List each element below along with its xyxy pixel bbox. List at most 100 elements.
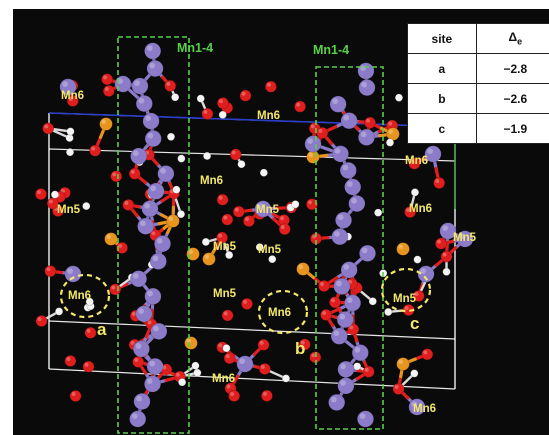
- row-value: −1.9: [475, 113, 549, 144]
- manganese-atom: [149, 252, 167, 270]
- oxygen-atom-highlight: [311, 353, 316, 358]
- hydrogen-atom-highlight: [396, 95, 399, 98]
- oxygen-atom-highlight: [84, 362, 89, 367]
- manganese-atom: [144, 42, 162, 60]
- oxygen-atom-highlight: [318, 129, 323, 133]
- oxygen-atom-highlight: [243, 299, 248, 304]
- oxygen-atom-highlight: [234, 207, 239, 212]
- oxygen-atom: [46, 197, 59, 210]
- oxygen-atom: [216, 231, 228, 244]
- oxygen-atom: [64, 355, 77, 367]
- manganese-atom: [333, 277, 351, 295]
- oxygen-atom-highlight: [308, 200, 312, 205]
- mn5-label: Mn5: [258, 244, 282, 256]
- manganese-atom-highlight: [138, 308, 144, 314]
- oxygen-atom: [258, 363, 271, 375]
- oxygen-atom-highlight: [435, 179, 440, 183]
- manganese-atom-highlight: [62, 81, 68, 87]
- row-value: −2.6: [475, 83, 549, 114]
- mn6-label: Mn6: [405, 155, 428, 167]
- manganese-atom-highlight: [336, 280, 342, 287]
- oxygen-atom: [42, 122, 55, 135]
- hydrogen-atom: [291, 200, 300, 209]
- oxygen-atom: [435, 237, 447, 250]
- manganese-atom-highlight: [330, 396, 337, 403]
- hydrogen-atom: [65, 148, 75, 157]
- hydrogen-atom: [410, 188, 420, 197]
- hydrogen-atom: [222, 344, 231, 353]
- oxygen-atom-highlight: [130, 340, 135, 345]
- manganese-atom-highlight: [131, 413, 138, 419]
- hydrogen-atom-highlight: [387, 139, 390, 143]
- manganese-atom: [357, 128, 375, 146]
- phosphorus-atom-highlight: [186, 338, 191, 344]
- manganese-atom-highlight: [144, 202, 150, 209]
- oxygen-atom: [362, 365, 375, 378]
- oxygen-atom-highlight: [60, 188, 65, 193]
- manganese-atom: [344, 294, 362, 312]
- oxygen-atom-highlight: [266, 82, 271, 87]
- hydrogen-atom: [193, 368, 202, 377]
- oxygen-atom-highlight: [124, 201, 129, 205]
- manganese-atom: [348, 195, 366, 213]
- manganese-atom: [59, 78, 77, 96]
- manganese-atom: [340, 261, 358, 279]
- hydrogen-atom-highlight: [178, 211, 181, 215]
- oxygen-atom-highlight: [46, 267, 51, 272]
- hydrogen-atom-highlight: [198, 95, 201, 99]
- manganese-atom: [424, 145, 442, 163]
- mn5-label: Mn5: [393, 293, 417, 305]
- oxygen-atom: [241, 297, 253, 310]
- manganese-atom-highlight: [332, 98, 339, 105]
- oxygen-atom: [392, 382, 405, 395]
- hydrogen-atom-highlight: [354, 363, 358, 367]
- oxygen-atom-highlight: [118, 243, 123, 248]
- oxygen-atom: [223, 352, 236, 365]
- hydrogen-atom-highlight: [287, 204, 291, 208]
- hydrogen-atom-highlight: [194, 370, 198, 373]
- row-site: a: [407, 53, 477, 84]
- oxygen-atom: [128, 167, 141, 180]
- manganese-atom: [351, 344, 369, 362]
- table-header-row: site Δe: [407, 23, 549, 54]
- manganese-atom-highlight: [135, 343, 142, 349]
- mn5-label: Mn5: [453, 232, 477, 244]
- oxygen-atom-highlight: [310, 124, 315, 129]
- oxygen-atom: [217, 97, 229, 110]
- hydrogen-atom-highlight: [87, 299, 90, 302]
- hydrogen-atom: [85, 297, 94, 306]
- hydrogen-atom: [196, 94, 205, 103]
- oxygen-atom: [66, 94, 79, 107]
- atoms: [35, 42, 474, 428]
- manganese-atom-highlight: [139, 220, 146, 227]
- oxygen-atom-highlight: [203, 109, 208, 114]
- mn6-label: Mn6: [61, 90, 84, 102]
- manganese-atom: [150, 322, 168, 340]
- manganese-atom: [144, 130, 162, 148]
- mn5-label: Mn5: [256, 204, 280, 216]
- manganese-atom-highlight: [334, 148, 341, 154]
- phosphorus-atom-highlight: [298, 264, 304, 269]
- oxygen-atom-highlight: [166, 81, 171, 86]
- manganese-atom-highlight: [136, 395, 142, 402]
- hydrogen-atom: [176, 210, 186, 219]
- oxygen-atom: [320, 309, 332, 321]
- manganese-atom: [64, 265, 82, 283]
- oxygen-atom-highlight: [223, 311, 228, 316]
- oxygen-atom-highlight: [364, 367, 369, 372]
- oxygen-atom-highlight: [322, 310, 327, 315]
- phosphorus-atom-highlight: [398, 359, 404, 365]
- oxygen-atom-highlight: [223, 215, 228, 220]
- manganese-atom-highlight: [420, 268, 426, 274]
- oxygen-atom-highlight: [280, 225, 285, 230]
- manganese-atom-highlight: [342, 164, 349, 171]
- manganese-atom: [408, 398, 426, 416]
- phosphorus-atom-highlight: [308, 152, 314, 157]
- oxygen-atom-highlight: [37, 317, 42, 322]
- table-row: c −1.9: [407, 113, 549, 144]
- manganese-atom: [114, 75, 132, 93]
- phosphorus-atom-highlight: [388, 129, 394, 134]
- oxygen-atom-highlight: [37, 190, 41, 195]
- oxygen-atom-highlight: [388, 121, 393, 126]
- phosphorus-atom-highlight: [398, 244, 404, 249]
